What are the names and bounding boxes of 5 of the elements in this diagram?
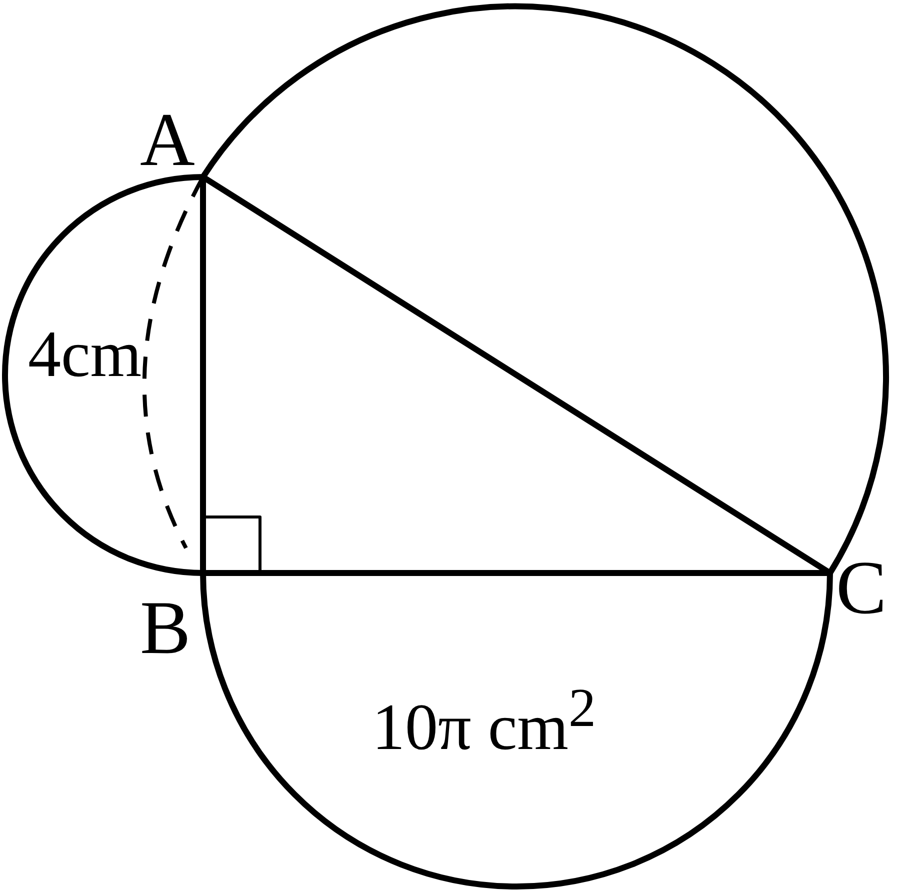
vertex-label: C	[836, 550, 887, 626]
vertex-label: B	[140, 590, 191, 666]
length-label: 4cm	[28, 322, 142, 388]
area-label: 10π cm$^{2}$	[372, 680, 596, 761]
vertex-label: A	[140, 102, 195, 178]
